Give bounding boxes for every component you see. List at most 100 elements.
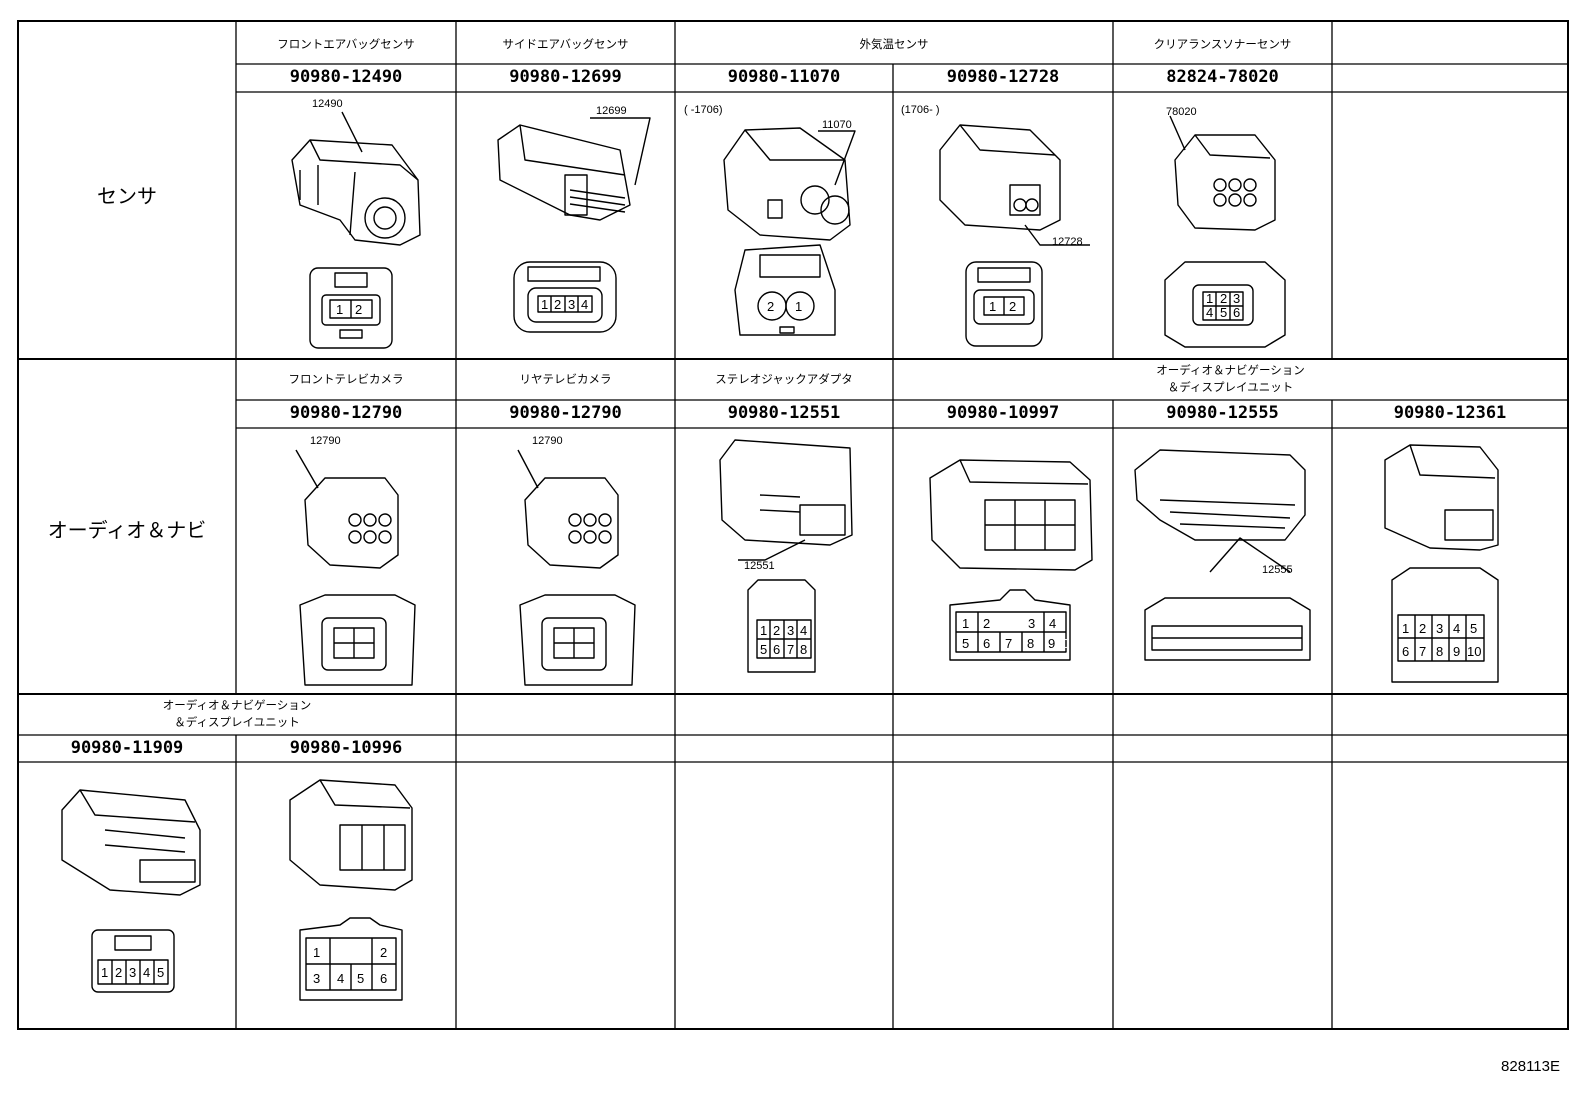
pin-label: 3 (1436, 621, 1443, 636)
callout-label: 12551 (744, 560, 775, 572)
pin-label: 10 (1055, 636, 1069, 651)
header-audio-nav-display-line2: ＆ディスプレイユニット (174, 715, 300, 729)
pin-label: 2 (554, 297, 561, 312)
connector-12555-face (1144, 597, 1311, 661)
part-number: 90980-12555 (1166, 403, 1279, 423)
pin-label: 8 (800, 642, 807, 657)
callout-label: 12699 (596, 105, 627, 117)
pin-label: 1 (1206, 291, 1213, 306)
header-side-airbag-sensor: サイドエアバッグセンサ (502, 37, 629, 51)
pin-label: 3 (1028, 616, 1035, 631)
pin-label: 6 (380, 971, 387, 986)
connector-12790-face (519, 594, 636, 686)
connector-12551-perspective (719, 439, 853, 561)
connector-10996-perspective (289, 779, 413, 891)
connector-12490-face (309, 267, 393, 349)
pin-label: 6 (773, 642, 780, 657)
part-number: 90980-12790 (289, 403, 403, 423)
pin-label: 7 (787, 642, 794, 657)
connector-12361-face (1391, 567, 1499, 683)
part-number: 90980-10996 (289, 738, 403, 758)
connector-12555-perspective (1134, 449, 1306, 573)
pin-label: 4 (143, 965, 150, 980)
header-audio-nav-display: オーディオ＆ナビゲーション (1156, 363, 1305, 377)
range-label: ( -1706) (684, 104, 723, 116)
connector-10997-perspective (929, 459, 1093, 571)
pin-label: 4 (581, 297, 588, 312)
part-number: 90980-12490 (289, 67, 403, 87)
connector-11070-perspective (723, 127, 856, 241)
connector-12790-face (299, 594, 416, 686)
pin-label: 1 (313, 945, 320, 960)
connector-12699-perspective (497, 117, 651, 221)
pin-label: 2 (983, 616, 990, 631)
pin-label: 8 (1027, 636, 1034, 651)
pin-label: 2 (1009, 299, 1016, 314)
pin-label: 2 (1220, 291, 1227, 306)
pin-label: 2 (380, 945, 387, 960)
pin-label: 5 (760, 642, 767, 657)
pin-label: 3 (787, 623, 794, 638)
part-number: 90980-12790 (509, 403, 622, 423)
pin-label: 1 (989, 299, 996, 314)
pin-label: 5 (962, 636, 969, 651)
connector-10996-face (299, 917, 403, 1001)
pin-label: 7 (1005, 636, 1012, 651)
pin-label: 3 (129, 965, 136, 980)
pin-label: 4 (1453, 621, 1460, 636)
part-number: 82824-78020 (1166, 67, 1279, 87)
connector-10997-face (949, 589, 1071, 661)
header-front-airbag-sensor: フロントエアバッグセンサ (277, 37, 415, 51)
part-number: 90980-12728 (946, 67, 1060, 87)
pin-label: 5 (1470, 621, 1477, 636)
range-label: (1706- ) (901, 104, 940, 116)
pin-label: 8 (1436, 644, 1443, 659)
part-number: 90980-12361 (1393, 403, 1507, 423)
pin-label: 5 (1220, 305, 1227, 320)
pin-label: 9 (1048, 636, 1055, 651)
pin-label: 4 (800, 623, 807, 638)
callout-label: 12790 (310, 435, 341, 447)
pin-label: 1 (962, 616, 969, 631)
pin-label: 5 (357, 971, 364, 986)
pin-label: 2 (773, 623, 780, 638)
pin-label: 10 (1467, 644, 1481, 659)
row-label-audio: オーディオ＆ナビ (47, 518, 207, 542)
connector-11909-perspective (61, 789, 201, 896)
pin-label: 1 (1402, 621, 1409, 636)
part-number: 90980-12551 (727, 403, 841, 423)
pin-label: 2 (1419, 621, 1426, 636)
connector-12699-face (513, 261, 617, 333)
part-number: 90980-11909 (70, 738, 184, 758)
pin-label: 2 (115, 965, 122, 980)
callout-label: 12790 (532, 435, 563, 447)
header-stereo-jack-adapter: ステレオジャックアダプタ (715, 372, 853, 386)
connector-78020-face (1164, 261, 1286, 348)
header-clearance-sonar-sensor: クリアランスソナーセンサ (1153, 37, 1292, 51)
connector-12551-face (747, 579, 816, 673)
pin-label: 7 (1419, 644, 1426, 659)
pin-label: 2 (767, 299, 774, 314)
pin-label: 6 (983, 636, 990, 651)
connector-12790-perspective (295, 449, 399, 569)
callout-label: 12490 (312, 98, 343, 110)
callout-label: 12555 (1262, 564, 1293, 576)
part-number: 90980-10997 (946, 403, 1060, 423)
pin-label: 1 (795, 299, 802, 314)
connector-11070-face (734, 244, 836, 336)
connector-12361-perspective (1384, 444, 1499, 551)
pin-label: 6 (1233, 305, 1240, 320)
part-number: 90980-12699 (509, 67, 622, 87)
pin-label: 1 (760, 623, 767, 638)
pin-label: 2 (355, 302, 362, 317)
pin-label: 4 (1206, 305, 1213, 320)
pin-label: 6 (1402, 644, 1409, 659)
pin-label: 5 (157, 965, 164, 980)
pin-label: 3 (313, 971, 320, 986)
header-front-tv-camera: フロントテレビカメラ (288, 372, 404, 386)
connector-78020-perspective (1169, 115, 1276, 231)
pin-label: 4 (1049, 616, 1056, 631)
pin-label: 3 (1233, 291, 1240, 306)
